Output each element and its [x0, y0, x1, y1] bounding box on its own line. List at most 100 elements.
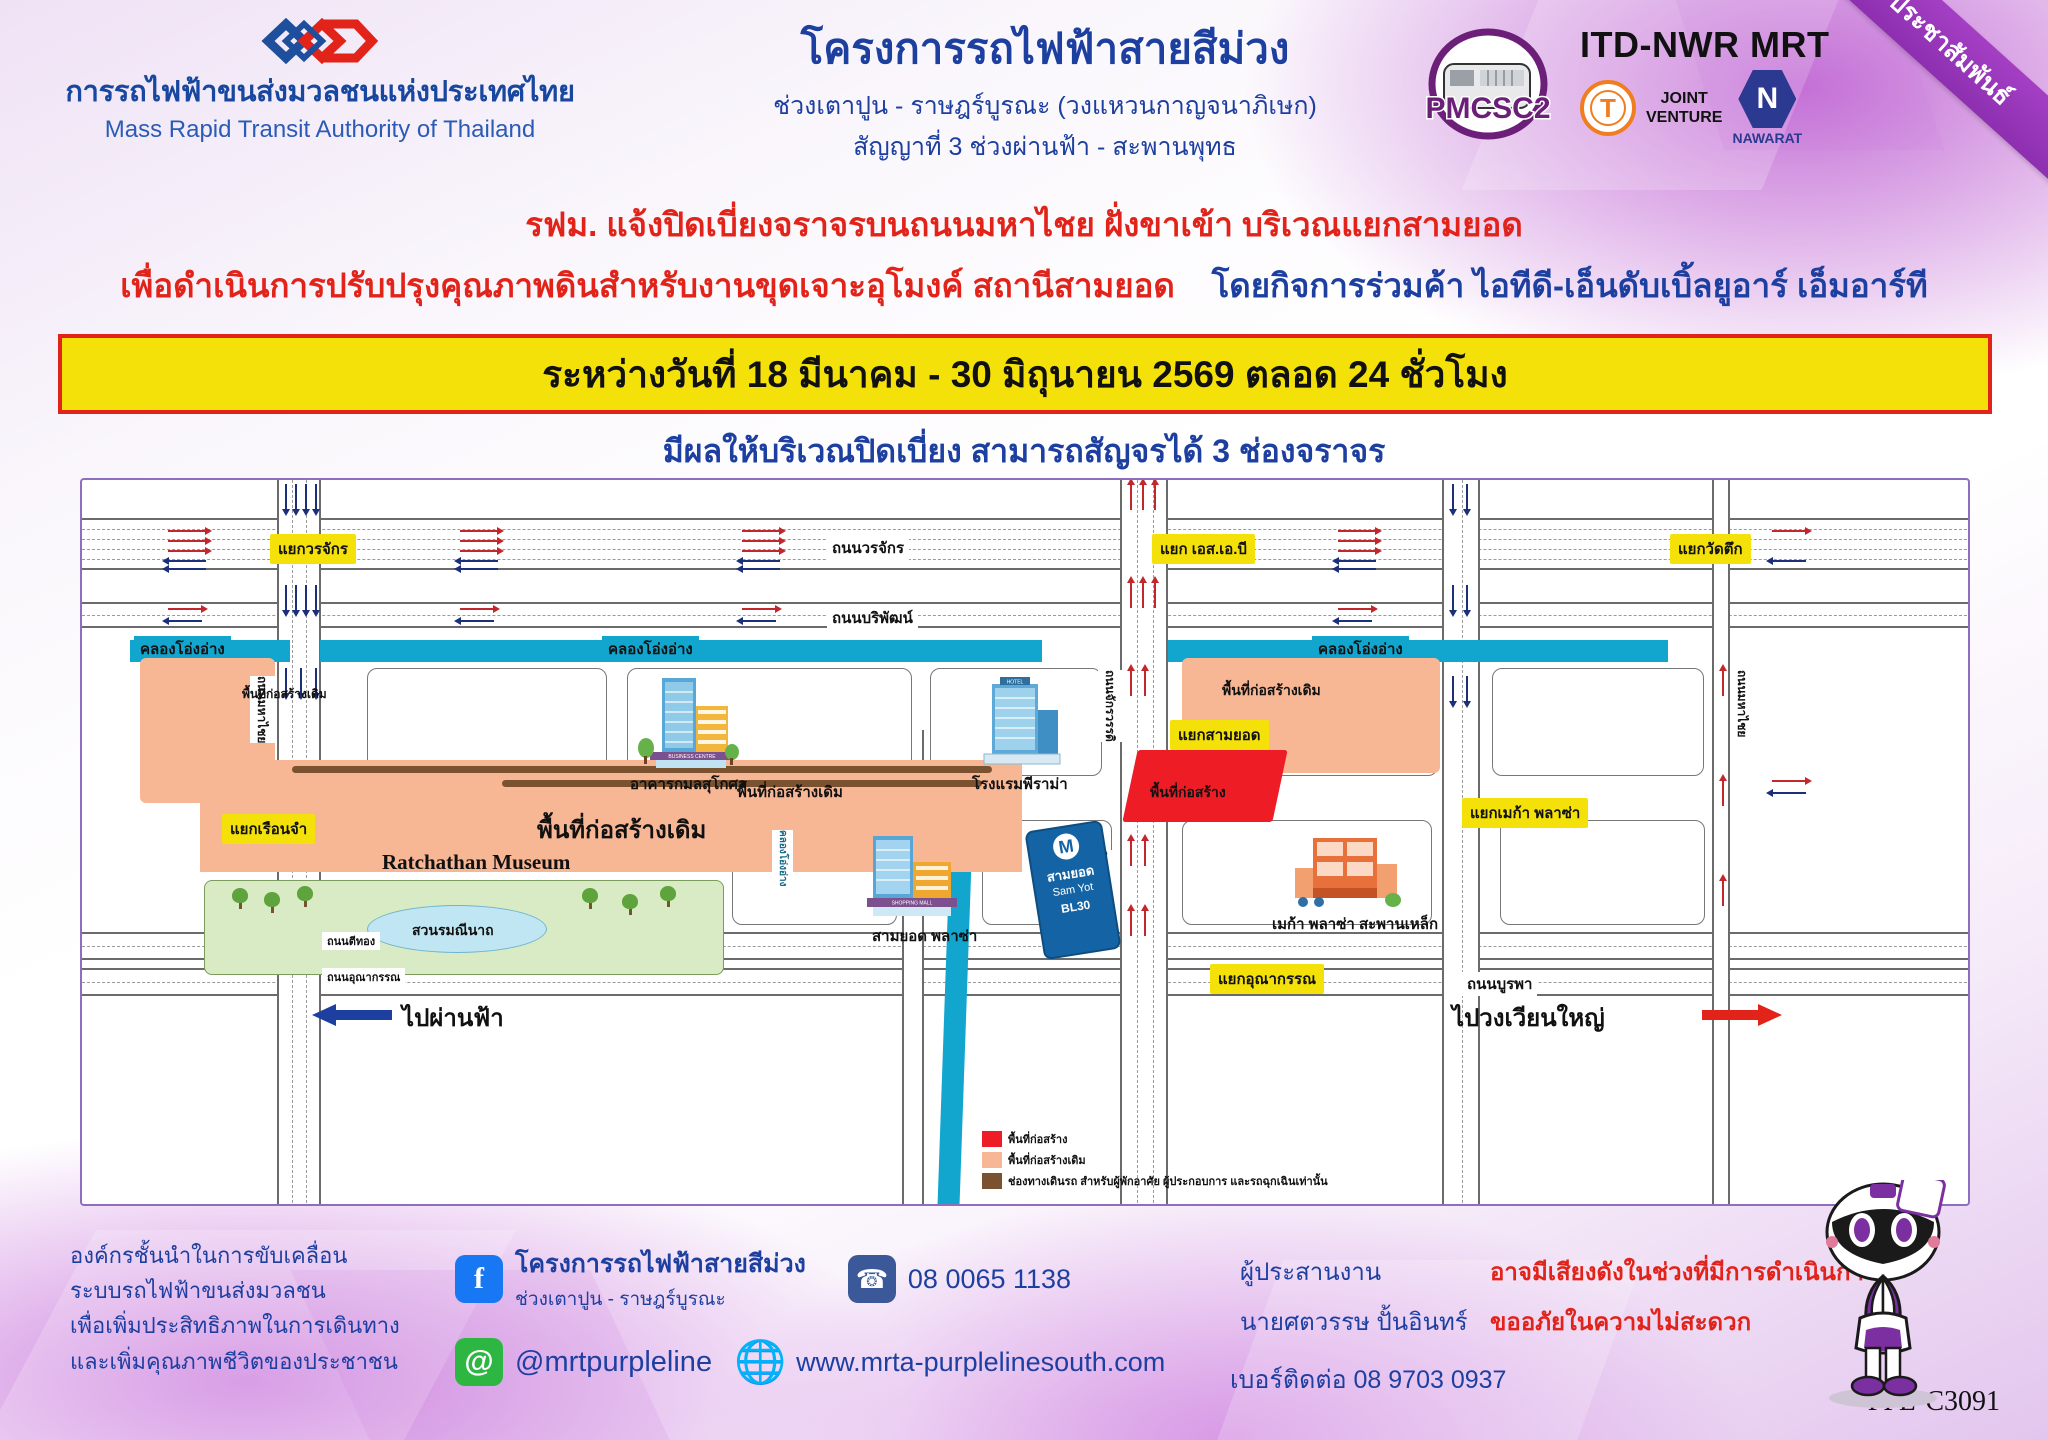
itd-nwr-mrt-block: ITD-NWR MRT T JOINT VENTURE NAWARAT [1580, 24, 1910, 146]
tree-icon [297, 886, 313, 907]
tree-icon [232, 888, 248, 909]
line-id-text: @mrtpurpleline [515, 1345, 713, 1378]
announcement-line-2-blue: โดยกิจการร่วมค้า ไอทีดี-เอ็นดับเบิ้ลยูอา… [1211, 267, 1928, 304]
traffic-arrow-left [736, 565, 780, 573]
map-legend: พื้นที่ก่อสร้าง พื้นที่ก่อสร้างเดิม ช่อง… [982, 1130, 1328, 1193]
traffic-arrow-down [292, 484, 300, 516]
facebook-text: โครงการรถไฟฟ้าสายสีม่วง ช่วงเตาปูน - ราษ… [515, 1244, 806, 1314]
facebook-page-name: โครงการรถไฟฟ้าสายสีม่วง [515, 1250, 806, 1278]
traffic-arrow-down [312, 585, 320, 617]
traffic-arrow-down [282, 484, 290, 516]
tree-icon [264, 892, 280, 913]
map-canvas: คลองโอ่งอ่าง คลองโอ่งอ่าง คลองโอ่งอ่าง พ… [82, 480, 1968, 1204]
line-at-icon[interactable]: @ [455, 1338, 503, 1386]
line-web-row[interactable]: @ @mrtpurpleline 🌐 www.mrta-purplelineso… [455, 1338, 1235, 1386]
footer-slogan: องค์กรชั้นนำในการขับเคลื่อน ระบบรถไฟฟ้าข… [70, 1238, 420, 1379]
traffic-arrow-left [454, 557, 498, 565]
traffic-arrow-down [1449, 585, 1457, 617]
traffic-arrow-left [1332, 617, 1372, 625]
traffic-arrow-left [454, 565, 498, 573]
coordinator-label: ผู้ประสานงาน [1240, 1259, 1382, 1286]
traffic-arrow-up [1141, 664, 1149, 696]
date-banner: ระหว่างวันที่ 18 มีนาคม - 30 มิถุนายน 25… [58, 334, 1992, 414]
lane-note: มีผลให้บริเวณปิดเบี่ยง สามารถสัญจรได้ 3 … [662, 433, 1386, 469]
legend-item: พื้นที่ก่อสร้าง [982, 1130, 1328, 1148]
legend-swatch-new [982, 1131, 1002, 1147]
project-subtitle-2: สัญญาที่ 3 ช่วงผ่านฟ้า - สะพานพุทธ [853, 133, 1237, 161]
mrta-name-english: Mass Rapid Transit Authority of Thailand [104, 116, 536, 143]
building-label-kamol: อาคารกมลสุโกศล [630, 776, 748, 793]
mrta-logo: การรถไฟฟ้าขนส่งมวลชนแห่งประเทศไทย Mass R… [60, 18, 580, 144]
nawarat-logo: NAWARAT [1732, 70, 1802, 146]
traffic-arrow-left [736, 557, 780, 565]
legend-label-old: พื้นที่ก่อสร้างเดิม [1008, 1155, 1086, 1167]
traffic-arrow-up [1127, 834, 1135, 866]
road-buriphat [82, 602, 1968, 628]
zone-label-band-big: พื้นที่ก่อสร้างเดิม [537, 817, 707, 844]
junction-label-ruenjam: แยกเรือนจำ [222, 814, 316, 844]
legend-swatch-access [982, 1173, 1002, 1189]
junction-label-samyot: แยกสามยอด [1170, 720, 1269, 750]
itd-logo-icon: T [1580, 80, 1636, 136]
access-lane-brown [292, 766, 992, 773]
tree-icon [582, 888, 598, 909]
svg-text:PMCSC2: PMCSC2 [1425, 92, 1550, 125]
traffic-arrow-left [1766, 557, 1806, 565]
traffic-diversion-map: คลองโอ่งอ่าง คลองโอ่งอ่าง คลองโอ่งอ่าง พ… [80, 478, 1970, 1206]
traffic-arrow-right [742, 527, 786, 535]
zone-label-east: พื้นที่ก่อสร้างเดิม [1222, 682, 1321, 698]
announcement-line-1: รฟม. แจ้งปิดเบี่ยงจราจรบนถนนมหาไชย ฝั่งข… [0, 198, 2048, 251]
building-hotel-pirama: HOTEL [974, 676, 1069, 768]
traffic-arrow-down [1463, 585, 1471, 617]
traffic-arrow-left [736, 617, 776, 625]
traffic-arrow-down [1463, 676, 1471, 708]
direction-arrow-left [312, 1004, 392, 1026]
building-samyot-plaza: SHOPPING MALL [857, 832, 967, 920]
globe-icon[interactable]: 🌐 [733, 1337, 787, 1385]
tree-icon [660, 886, 676, 907]
traffic-arrow-right [168, 547, 212, 555]
canal-east [1168, 640, 1668, 662]
traffic-arrow-right [460, 537, 504, 545]
road-label-unakan-road: ถนนอุณากรรณ [322, 968, 406, 986]
legend-swatch-old [982, 1152, 1002, 1168]
direction-arrow-right [1702, 1004, 1782, 1026]
traffic-arrow-up [1719, 874, 1727, 906]
road-vlabel-chakkrawat: ถนนจักรวรรดิ [1098, 670, 1123, 742]
road-vlabel-mahachai-east: ถนนมหาไชย [1730, 670, 1755, 738]
legend-item: ช่องทางเดินรถ สำหรับผู้พักอาศัย ผู้ประกอ… [982, 1172, 1328, 1190]
announcement-line-1-text: รฟม. แจ้งปิดเบี่ยงจราจรบนถนนมหาไชย ฝั่งข… [525, 206, 1523, 243]
traffic-arrow-down [282, 668, 290, 700]
traffic-arrow-up [1719, 774, 1727, 806]
traffic-arrow-right [742, 547, 786, 555]
facebook-row[interactable]: f โครงการรถไฟฟ้าสายสีม่วง ช่วงเตาปูน - ร… [455, 1244, 1235, 1314]
traffic-arrow-up [1151, 576, 1159, 608]
canal-label-east: คลองโอ่งอ่าง [1312, 636, 1409, 662]
contractor-title: ITD-NWR MRT [1580, 24, 1830, 65]
traffic-arrow-right [460, 527, 504, 535]
apology-line-2: ขออภัยในความไม่สะดวก [1490, 1309, 1752, 1337]
traffic-arrow-left [454, 617, 494, 625]
building-kamol-sukosol: BUSINESS CENTRE [632, 676, 742, 768]
traffic-arrow-left [1332, 557, 1376, 565]
poster-header: การรถไฟฟ้าขนส่งมวลชนแห่งประเทศไทย Mass R… [0, 0, 2048, 186]
road-mahachai [1120, 480, 1168, 1204]
project-title-block: โครงการรถไฟฟ้าสายสีม่วง ช่วงเตาปูน - ราษ… [700, 16, 1390, 167]
footer-contact: f โครงการรถไฟฟ้าสายสีม่วง ช่วงเตาปูน - ร… [455, 1244, 1235, 1386]
traffic-arrow-down [302, 484, 310, 516]
traffic-arrow-down [282, 585, 290, 617]
traffic-arrow-left [162, 565, 206, 573]
facebook-icon[interactable]: f [455, 1255, 503, 1303]
jv-line-1: JOINT [1660, 89, 1708, 107]
phone-icon[interactable]: ☎ [847, 1255, 896, 1303]
footer-apology: อาจมีเสียงดังในช่วงที่มีการดำเนินการ ขออ… [1490, 1248, 1910, 1349]
poster-footer: องค์กรชั้นนำในการขับเคลื่อน ระบบรถไฟฟ้าข… [0, 1222, 2048, 1440]
traffic-arrow-right [1338, 605, 1378, 613]
website-text: www.mrta-purplelinesouth.com [796, 1346, 1166, 1377]
building-label-samyot-plaza: สามยอด พลาซ่า [872, 928, 978, 945]
road-label-buriphat: ถนนบริพัฒน์ [827, 606, 918, 630]
legend-label-access: ช่องทางเดินรถ สำหรับผู้พักอาศัย ผู้ประกอ… [1008, 1176, 1328, 1188]
traffic-arrow-down [297, 668, 305, 700]
zone-label-new: พื้นที่ก่อสร้าง [1150, 784, 1226, 800]
road-worachak [82, 518, 1968, 570]
